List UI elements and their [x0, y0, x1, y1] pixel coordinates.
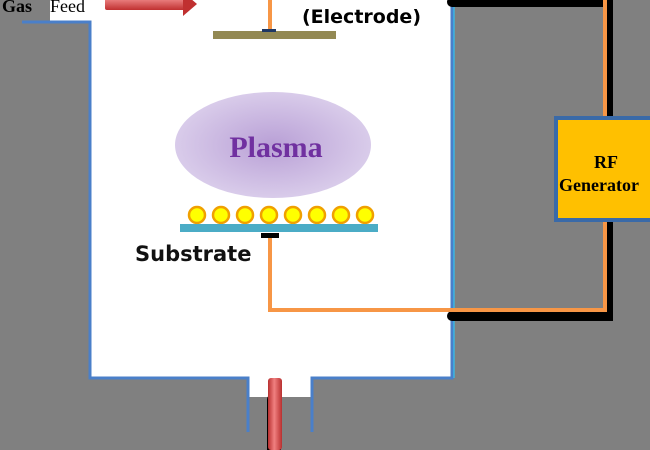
plasma-label: Plasma	[229, 131, 322, 164]
gas-feed-arrow-icon	[105, 0, 197, 16]
substrate-label: Substrate	[135, 242, 251, 266]
substrate-connector	[261, 233, 279, 238]
particle	[235, 205, 255, 225]
particle	[331, 205, 351, 225]
top-electrode	[213, 31, 336, 39]
feed-label: Feed	[50, 0, 85, 16]
substrate-plate	[180, 224, 378, 232]
plasma-cloud	[175, 92, 371, 198]
chamber-wall-right	[310, 0, 454, 432]
particle	[259, 205, 279, 225]
rf-wires	[268, 0, 607, 312]
chamber-wall-left	[22, 20, 250, 432]
deposited-particles	[187, 205, 375, 225]
gas-label: Gas	[2, 0, 32, 16]
particle	[355, 205, 375, 225]
rf-label-line2: Generator	[559, 175, 639, 195]
particle	[283, 205, 303, 225]
rf-label-line1: RF	[594, 152, 618, 172]
electrode-connector	[262, 29, 276, 32]
particle	[211, 205, 231, 225]
particle	[187, 205, 207, 225]
particle	[307, 205, 327, 225]
rf-generator-box	[554, 116, 650, 222]
electrode-label: (Electrode)	[302, 6, 421, 28]
substrate-wire	[268, 222, 607, 312]
exhaust-pipe	[268, 378, 282, 450]
reactor-chamber	[22, 0, 455, 432]
